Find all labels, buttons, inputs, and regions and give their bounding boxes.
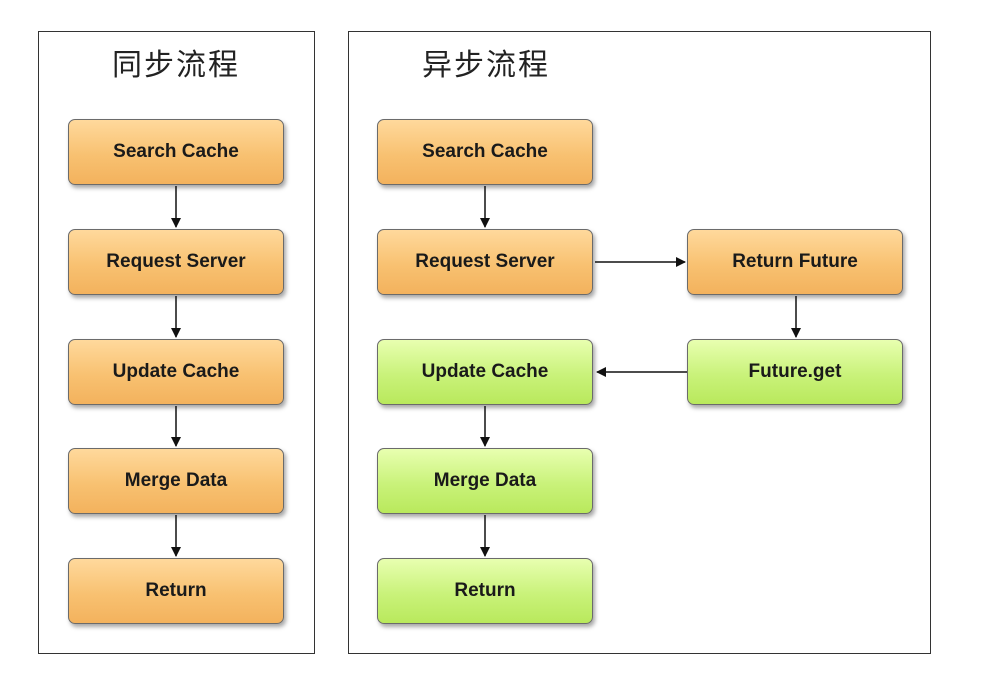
async-flow-title: 异步流程 <box>422 48 550 83</box>
sync-flow-title: 同步流程 <box>112 48 240 83</box>
sync-request-server-node: Request Server <box>68 229 284 295</box>
async-return-node: Return <box>377 558 593 624</box>
async-request-server-node: Request Server <box>377 229 593 295</box>
sync-search-cache-node: Search Cache <box>68 119 284 185</box>
async-future-get-node: Future.get <box>687 339 903 405</box>
async-return-future-node: Return Future <box>687 229 903 295</box>
sync-update-cache-node: Update Cache <box>68 339 284 405</box>
sync-merge-data-node: Merge Data <box>68 448 284 514</box>
async-update-cache-node: Update Cache <box>377 339 593 405</box>
async-search-cache-node: Search Cache <box>377 119 593 185</box>
async-merge-data-node: Merge Data <box>377 448 593 514</box>
sync-return-node: Return <box>68 558 284 624</box>
